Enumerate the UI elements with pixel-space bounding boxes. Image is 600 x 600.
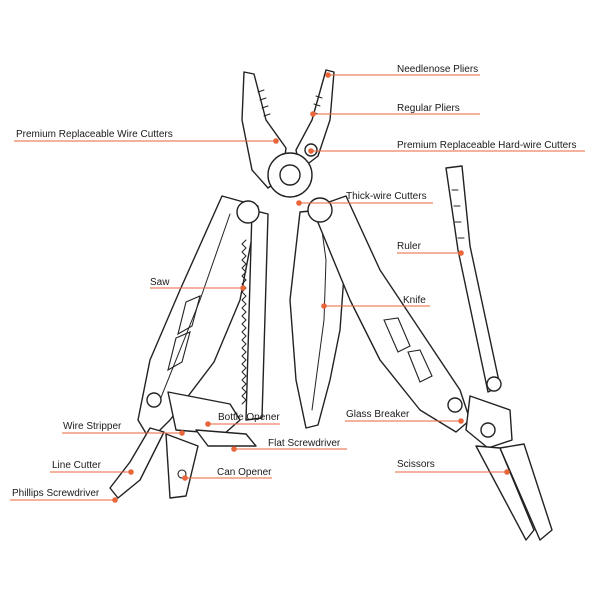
leader-dot-can-opener (182, 475, 188, 481)
scissors-blade-right (499, 443, 553, 541)
leader-dot-flat-screwdriver (231, 446, 237, 452)
leader-dot-hardwire-cutters (308, 148, 314, 154)
screw-right-top (307, 197, 333, 223)
screw-left-bottom (146, 392, 162, 408)
ruler-ticks (451, 189, 465, 239)
leader-dot-bottle-opener (205, 421, 211, 427)
scissors-screw (480, 422, 496, 438)
multitool-illustration (109, 69, 553, 541)
ruler-blade (445, 165, 501, 393)
leader-dot-glass-breaker (458, 418, 464, 424)
label-phillips-screwdriver: Phillips Screwdriver (12, 488, 100, 499)
label-needlenose-pliers: Needlenose Pliers (397, 64, 478, 75)
label-ruler: Ruler (397, 241, 422, 252)
label-hardwire-cutters: Premium Replaceable Hard-wire Cutters (397, 140, 577, 151)
scissors-handle (465, 395, 513, 449)
saw-blade (245, 209, 269, 421)
leader-dot-needlenose-pliers (325, 72, 331, 78)
label-can-opener: Can Opener (217, 467, 272, 478)
scissors-blade-left (475, 445, 535, 541)
screw-left-top (236, 200, 260, 224)
label-line-cutter: Line Cutter (52, 460, 102, 471)
saw-teeth (241, 239, 247, 405)
label-regular-pliers: Regular Pliers (397, 103, 460, 114)
leader-dot-wire-cutters (273, 138, 279, 144)
right-handle-slot-1 (383, 317, 411, 353)
left-handle-slot-1 (177, 295, 201, 336)
label-flat-screwdriver: Flat Screwdriver (268, 438, 341, 449)
label-thick-wire-cutters: Thick-wire Cutters (346, 191, 427, 202)
label-knife: Knife (403, 295, 426, 306)
ruler-screw (486, 376, 502, 392)
labels: Needlenose Pliers Regular Pliers Premium… (12, 64, 577, 499)
label-scissors: Scissors (397, 459, 435, 470)
leader-dot-regular-pliers (310, 111, 316, 117)
screw-right-bottom (447, 397, 463, 413)
leader-dot-thick-wire-cutters (296, 200, 302, 206)
leader-dot-knife (321, 303, 327, 309)
plier-serrations (257, 89, 323, 117)
can-opener-tool (165, 433, 199, 499)
leader-dot-wire-stripper (179, 430, 185, 436)
leader-lines (10, 72, 585, 503)
leader-dot-scissors (504, 469, 510, 475)
knife-edge (311, 215, 327, 411)
leader-dot-saw (240, 285, 246, 291)
label-glass-breaker: Glass Breaker (346, 409, 410, 420)
flat-screwdriver-tool (195, 429, 257, 447)
label-wire-cutters: Premium Replaceable Wire Cutters (16, 129, 173, 140)
label-wire-stripper: Wire Stripper (63, 421, 122, 432)
label-saw: Saw (150, 277, 170, 288)
pivot-hub-inner (279, 164, 301, 186)
leader-dot-ruler (458, 250, 464, 256)
left-handle-groove (159, 213, 231, 401)
leader-dot-line-cutter (128, 469, 134, 475)
leader-dot-phillips-screwdriver (112, 497, 118, 503)
label-bottle-opener: Bottle Opener (218, 412, 280, 423)
line-cutter-tool (109, 427, 165, 499)
left-handle-slot-2 (167, 331, 191, 372)
right-handle-slot-2 (407, 349, 433, 383)
